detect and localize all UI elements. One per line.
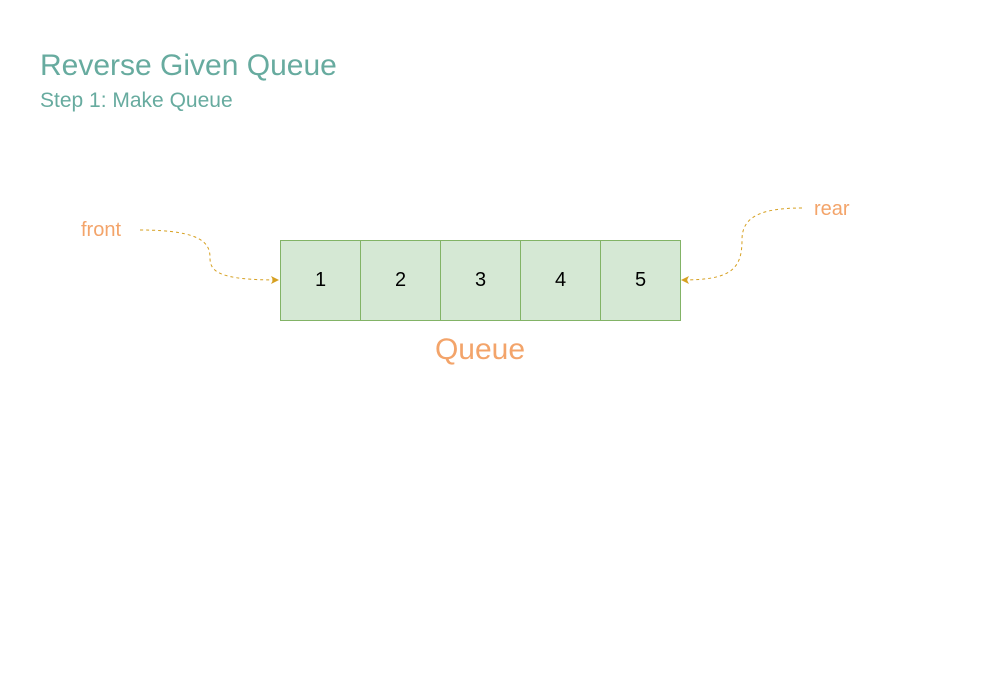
- diagram-subtitle: Step 1: Make Queue: [40, 89, 233, 112]
- front-label: front: [81, 219, 122, 241]
- queue-cell-3: 3: [440, 240, 521, 321]
- queue-caption: Queue: [434, 333, 526, 366]
- queue-cell-1: 1: [280, 240, 361, 321]
- queue-cell-2: 2: [360, 240, 441, 321]
- queue-box: 1 2 3 4 5: [280, 240, 681, 321]
- rear-connector-arrow: [681, 207, 803, 284]
- diagram-title: Reverse Given Queue: [40, 49, 337, 82]
- rear-label: rear: [814, 198, 850, 220]
- queue-cell-5: 5: [600, 240, 681, 321]
- front-connector-arrow: [139, 229, 279, 284]
- queue-cell-4: 4: [520, 240, 601, 321]
